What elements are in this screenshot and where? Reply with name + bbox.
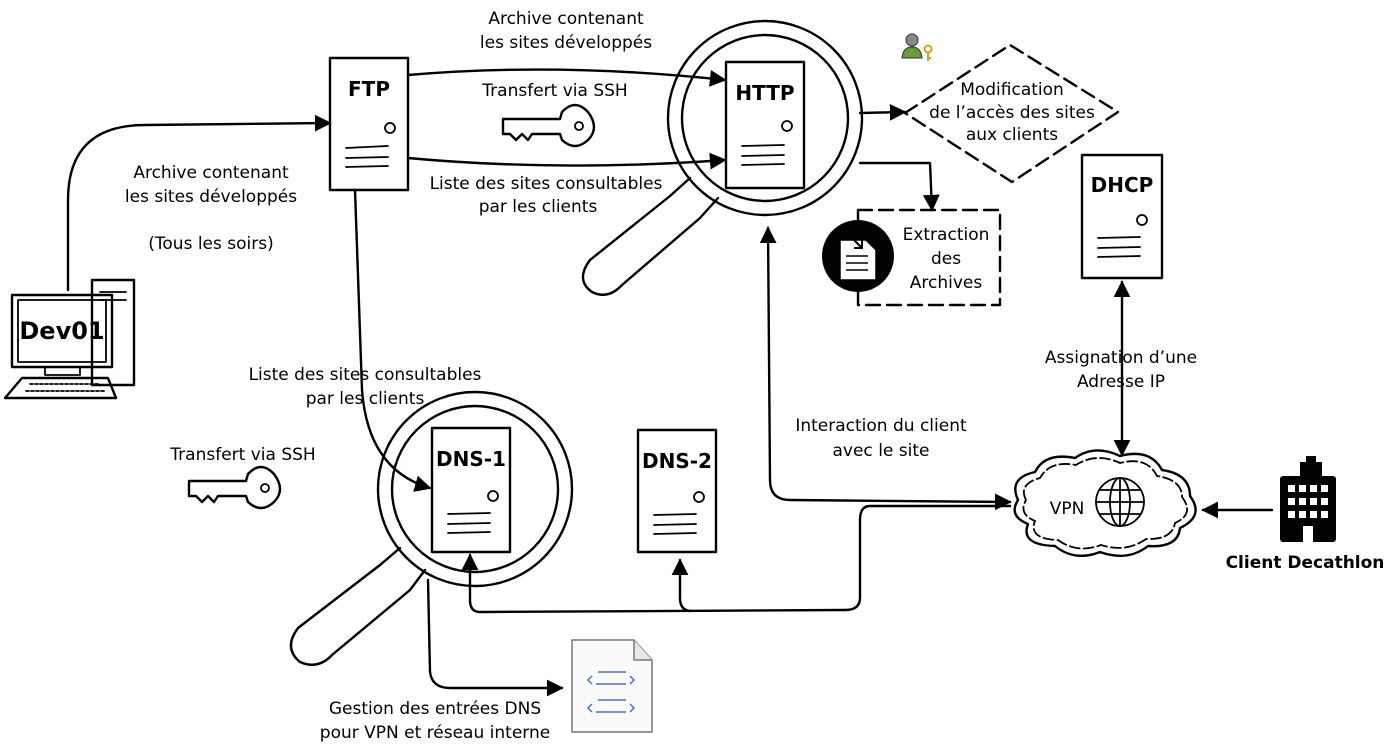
- server-dhcp[interactable]: DHCP: [1080, 153, 1164, 280]
- key-icon: [187, 465, 282, 510]
- label-list-top-1: Liste des sites consultables: [430, 174, 663, 194]
- client-label: Client Decathlon: [1226, 553, 1385, 573]
- vpn-cloud[interactable]: VPN: [1013, 449, 1197, 558]
- magnifier-icon: [581, 19, 864, 296]
- key-icon: [501, 103, 596, 148]
- computer-dev01-label: Dev01: [19, 317, 104, 345]
- server-dns-2[interactable]: DNS-2: [636, 428, 718, 554]
- server-http-label: HTTP: [735, 81, 794, 105]
- server-http[interactable]: HTTP: [724, 60, 806, 190]
- extract-line3: Archives: [910, 273, 983, 293]
- label-ssh-top: Transfert via SSH: [481, 81, 627, 101]
- vpn-label: VPN: [1050, 499, 1085, 519]
- label-list-mid-2: par les clients: [306, 389, 425, 409]
- connectors: [66, 68, 1274, 697]
- server-dns-1[interactable]: DNS-1: [430, 426, 512, 554]
- label-list-mid-1: Liste des sites consultables: [249, 365, 482, 385]
- label-dns-mgmt-1: Gestion des entrées DNS: [329, 699, 541, 719]
- globe-icon: [1095, 477, 1145, 527]
- extraction-box: Extraction des Archives: [856, 208, 1002, 307]
- label-archive-left-2: les sites développés: [125, 187, 297, 207]
- modif-line1: Modification: [960, 80, 1064, 100]
- modification-box: Modification de l’accès des sites aux cl…: [903, 43, 1120, 184]
- label-assign-1: Assignation d’une: [1045, 348, 1197, 368]
- building-icon: [1280, 456, 1336, 542]
- label-archive-top-1: Archive contenant: [488, 9, 644, 29]
- magnifier-icon: [289, 390, 574, 666]
- server-ftp[interactable]: FTP: [328, 56, 410, 192]
- label-dns-mgmt-2: pour VPN et réseau interne: [320, 723, 550, 743]
- label-interact-1: Interaction du client: [795, 416, 967, 436]
- label-archive-left-1: Archive contenant: [133, 163, 289, 183]
- label-interact-2: avec le site: [833, 441, 930, 461]
- user-key-icon: [901, 33, 933, 61]
- server-dns2-label: DNS-2: [642, 449, 712, 473]
- label-archive-left-3: (Tous les soirs): [148, 234, 273, 254]
- extract-line2: des: [931, 249, 961, 269]
- label-assign-2: Adresse IP: [1077, 372, 1165, 392]
- archive-extract-icon: [822, 220, 894, 292]
- document-icon: [571, 639, 653, 733]
- server-ftp-label: FTP: [348, 77, 390, 101]
- label-archive-top-2: les sites développés: [480, 33, 652, 53]
- modif-line2: de l’accès des sites: [929, 103, 1095, 123]
- label-ssh-left: Transfert via SSH: [169, 445, 315, 465]
- server-dns1-label: DNS-1: [436, 447, 506, 471]
- extract-line1: Extraction: [903, 225, 990, 245]
- server-dhcp-label: DHCP: [1091, 173, 1154, 197]
- modif-line3: aux clients: [966, 125, 1058, 145]
- label-list-top-2: par les clients: [479, 197, 598, 217]
- computer-dev01[interactable]: Dev01: [3, 278, 136, 400]
